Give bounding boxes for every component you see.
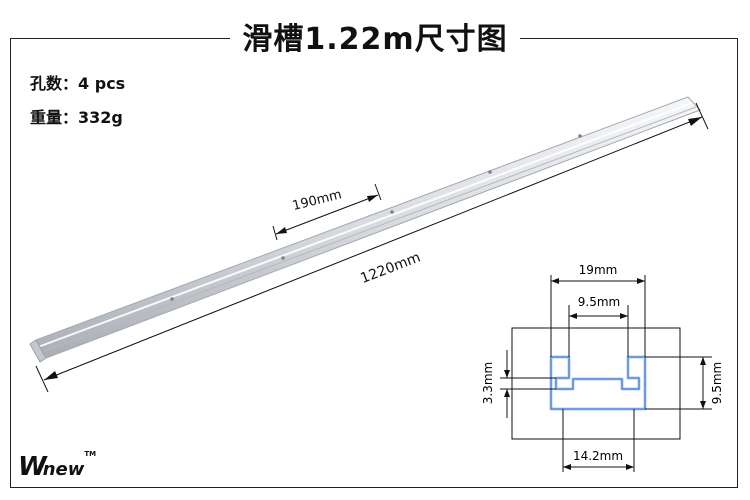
- total-height-label: 9.5mm: [710, 362, 724, 404]
- hole-count-label: 孔数：: [30, 74, 79, 93]
- hole-spacing-label: 190mm: [291, 187, 343, 214]
- mounting-hole: [578, 134, 582, 138]
- logo-trademark: TM: [84, 450, 97, 458]
- mounting-hole: [390, 210, 394, 214]
- slot-width-dimension: [569, 313, 628, 319]
- t-slot-profile: [549, 355, 647, 411]
- logo-text: new: [42, 459, 85, 480]
- profile-extension-lines: [500, 275, 712, 472]
- total-height-dimension: [700, 357, 706, 409]
- mounting-holes: [170, 134, 582, 301]
- brand-logo: WnewTM: [18, 450, 97, 482]
- weight-label: 重量：: [30, 108, 79, 127]
- hole-count: 孔数：4 pcs: [30, 70, 125, 94]
- length-dimension: [35, 102, 709, 393]
- weight-value: 332g: [78, 108, 123, 127]
- top-width-label: 19mm: [579, 263, 618, 277]
- slot-width-label: 9.5mm: [578, 295, 620, 309]
- bottom-width-label: 14.2mm: [573, 449, 623, 463]
- hole-count-value: 4: [78, 74, 90, 93]
- mounting-hole: [488, 170, 492, 174]
- hole-spacing-dimension: [272, 183, 382, 241]
- hole-count-unit: pcs: [94, 74, 126, 93]
- mounting-hole: [281, 256, 285, 260]
- cross-section-box: [511, 327, 681, 440]
- length-label: 1220mm: [358, 250, 422, 287]
- mounting-hole: [170, 297, 174, 301]
- bottom-width-dimension: [563, 464, 634, 470]
- page-title: 滑槽1.22m尺寸图: [230, 14, 520, 58]
- top-width-dimension: [551, 278, 645, 284]
- t-track-rail: [29, 96, 701, 363]
- lip-height-label: 3.3mm: [481, 362, 495, 404]
- weight: 重量：332g: [30, 104, 123, 128]
- lip-height-dimension: [504, 350, 510, 418]
- title-bar: 滑槽1.22m尺寸图: [0, 14, 750, 58]
- logo-mark: W: [18, 452, 47, 482]
